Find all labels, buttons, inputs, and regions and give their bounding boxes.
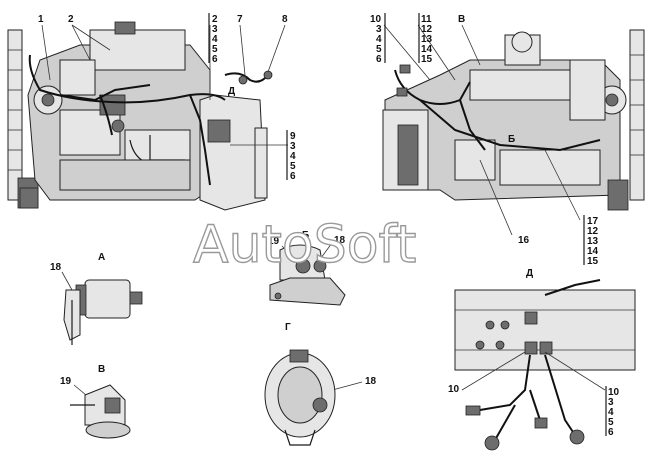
right-engine-view bbox=[382, 29, 645, 211]
view-d-callout-3: 3 bbox=[608, 397, 614, 408]
view-d-callout-5: 5 bbox=[608, 417, 614, 428]
view-d-callout-4: 4 bbox=[608, 407, 614, 418]
left-callouts: 1 2 2 3 4 5 6 7 8 Д 9 3 4 5 6 bbox=[38, 13, 296, 182]
view-v-title: В bbox=[98, 364, 105, 375]
callout-16: 16 bbox=[518, 235, 530, 246]
callout-V-marker: В bbox=[458, 14, 465, 25]
right-callouts: 10 3 4 5 6 11 12 13 14 15 В Б 16 17 12 1… bbox=[370, 13, 599, 267]
leader-lines-top bbox=[41, 24, 581, 236]
callout-14r: 14 bbox=[587, 246, 599, 257]
view-b-callout-19: 19 bbox=[268, 236, 280, 247]
callout-B-marker: Б bbox=[508, 134, 515, 145]
callout-11: 11 bbox=[421, 14, 432, 25]
view-a-title: А bbox=[98, 252, 105, 263]
callout-1: 1 bbox=[38, 14, 44, 25]
callout-17: 17 bbox=[587, 216, 599, 227]
callout-15r: 15 bbox=[587, 256, 599, 267]
callout-4r: 4 bbox=[376, 34, 382, 45]
callout-12: 12 bbox=[421, 24, 433, 35]
callout-4b: 4 bbox=[290, 151, 296, 162]
callout-13r: 13 bbox=[587, 236, 599, 247]
callout-14: 14 bbox=[421, 44, 433, 55]
view-a: А 18 bbox=[50, 252, 143, 345]
view-v: В 19 bbox=[60, 364, 131, 439]
callout-2-stack: 2 bbox=[212, 14, 218, 25]
callout-3-stack: 3 bbox=[212, 24, 218, 35]
callout-8: 8 bbox=[282, 14, 288, 25]
callout-5r: 5 bbox=[376, 44, 382, 55]
callout-D-marker: Д bbox=[228, 86, 235, 97]
callout-13: 13 bbox=[421, 34, 433, 45]
view-d-callout-10a: 10 bbox=[448, 384, 460, 395]
callout-12r: 12 bbox=[587, 226, 599, 237]
view-d-callout-10b: 10 bbox=[608, 387, 620, 398]
view-d-title: Д bbox=[526, 268, 533, 279]
callout-2: 2 bbox=[68, 14, 74, 25]
callout-6r: 6 bbox=[376, 54, 382, 65]
view-g-title: Г bbox=[285, 322, 291, 333]
callout-4-stack: 4 bbox=[212, 34, 218, 45]
callout-7: 7 bbox=[237, 14, 243, 25]
view-a-callout-18: 18 bbox=[50, 262, 62, 273]
view-g-callout-18: 18 bbox=[365, 376, 377, 387]
view-d: Д 10 10 3 4 5 6 bbox=[448, 268, 636, 451]
callout-10: 10 bbox=[370, 14, 382, 25]
view-v-callout-19: 19 bbox=[60, 376, 72, 387]
callout-9: 9 bbox=[290, 131, 296, 142]
view-b-title: Б bbox=[302, 230, 309, 241]
callout-5-stack: 5 bbox=[212, 44, 218, 55]
view-b-callout-18: 18 bbox=[334, 235, 346, 246]
callout-6b: 6 bbox=[290, 171, 296, 182]
callout-5b: 5 bbox=[290, 161, 296, 172]
view-d-callout-6: 6 bbox=[608, 427, 614, 438]
callout-15: 15 bbox=[421, 54, 433, 65]
left-engine-view bbox=[7, 21, 273, 211]
view-b: Б 19 18 bbox=[268, 230, 346, 306]
callout-6-stack: 6 bbox=[212, 54, 218, 65]
callout-3b: 3 bbox=[290, 141, 296, 152]
watermark: AutoSoft bbox=[193, 215, 416, 275]
callout-3r: 3 bbox=[376, 24, 382, 35]
view-g: Г 18 bbox=[264, 322, 377, 446]
